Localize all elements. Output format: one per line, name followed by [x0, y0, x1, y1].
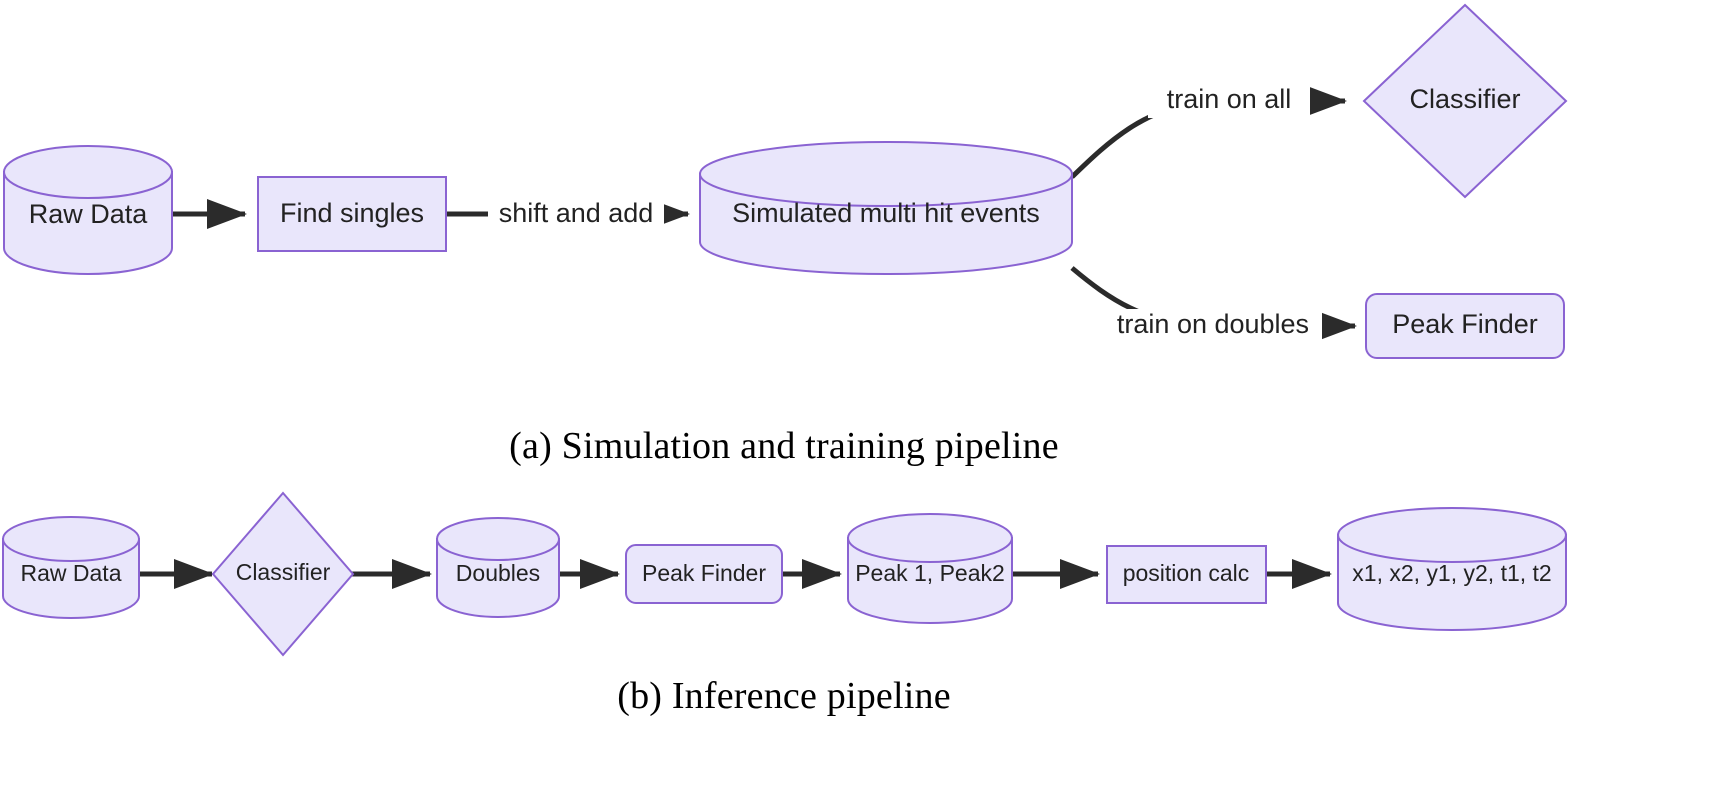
- diamond-shape: [1362, 3, 1568, 199]
- node-raw-data-a-label: Raw Data: [29, 199, 149, 229]
- node-simulated-multi-hit-events[interactable]: Simulated multi hit events: [699, 141, 1073, 275]
- node-classifier-a-label: Classifier: [1409, 84, 1520, 114]
- figure-caption-a: (a) Simulation and training pipeline: [509, 425, 1059, 467]
- node-peak-finder-a-label: Peak Finder: [1392, 309, 1538, 339]
- node-coords-label: x1, x2, y1, y2, t1, t2: [1352, 560, 1551, 586]
- node-raw-data-b-label: Raw Data: [21, 560, 122, 586]
- diamond-shape: [211, 491, 355, 657]
- cylinder-top: [436, 517, 560, 561]
- edge-label-shift-and-add-text: shift and add: [499, 198, 654, 228]
- node-classifier-b-label: Classifier: [236, 559, 331, 585]
- node-peak-finder-b[interactable]: Peak Finder: [625, 544, 783, 604]
- edge-label-train-on-all-text: train on all: [1167, 84, 1292, 114]
- node-coords[interactable]: x1, x2, y1, y2, t1, t2: [1337, 507, 1567, 631]
- node-peak-finder-b-label: Peak Finder: [642, 560, 766, 586]
- cylinder-top: [3, 145, 173, 199]
- cylinder-body: [436, 538, 560, 618]
- cylinder-body: [3, 171, 173, 275]
- edge-label-train-on-doubles-text: train on doubles: [1117, 309, 1309, 339]
- node-classifier-a[interactable]: Classifier: [1362, 3, 1568, 199]
- node-find-singles[interactable]: Find singles: [257, 176, 447, 252]
- node-find-singles-label: Find singles: [280, 198, 424, 228]
- node-doubles-label: Doubles: [456, 560, 540, 586]
- rounded-rect-shape: [625, 544, 783, 604]
- edge-label-backing: [1148, 84, 1310, 118]
- panel-b: Raw Data Classifier Doubles Peak Finder: [2, 491, 1567, 657]
- figure-caption-b: (b) Inference pipeline: [617, 675, 951, 717]
- panel-a: Raw Data Find singles shift and add Simu…: [3, 3, 1568, 359]
- node-position-calc-label: position calc: [1123, 560, 1250, 586]
- node-position-calc[interactable]: position calc: [1106, 545, 1267, 604]
- edge-label-shift-and-add: shift and add: [488, 198, 664, 232]
- edge-label-train-on-doubles: train on doubles: [1104, 309, 1322, 343]
- node-peak-finder-a[interactable]: Peak Finder: [1365, 293, 1565, 359]
- cylinder-top: [2, 516, 140, 562]
- cylinder-top: [699, 141, 1073, 207]
- edge-label-train-on-all: train on all: [1148, 84, 1310, 118]
- node-peaks[interactable]: Peak 1, Peak2: [847, 513, 1013, 624]
- node-peaks-label: Peak 1, Peak2: [855, 560, 1005, 586]
- cylinder-top: [1337, 507, 1567, 563]
- edge-label-backing: [488, 198, 664, 232]
- node-raw-data-b[interactable]: Raw Data: [2, 516, 140, 619]
- node-raw-data-a[interactable]: Raw Data: [3, 145, 173, 275]
- node-classifier-b[interactable]: Classifier: [211, 491, 355, 657]
- edge-label-backing: [1104, 309, 1322, 343]
- rect-shape: [1106, 545, 1267, 604]
- node-doubles[interactable]: Doubles: [436, 517, 560, 618]
- rect-shape: [257, 176, 447, 252]
- cylinder-top: [847, 513, 1013, 563]
- node-simulated-multi-hit-events-label: Simulated multi hit events: [732, 198, 1040, 228]
- rounded-rect-shape: [1365, 293, 1565, 359]
